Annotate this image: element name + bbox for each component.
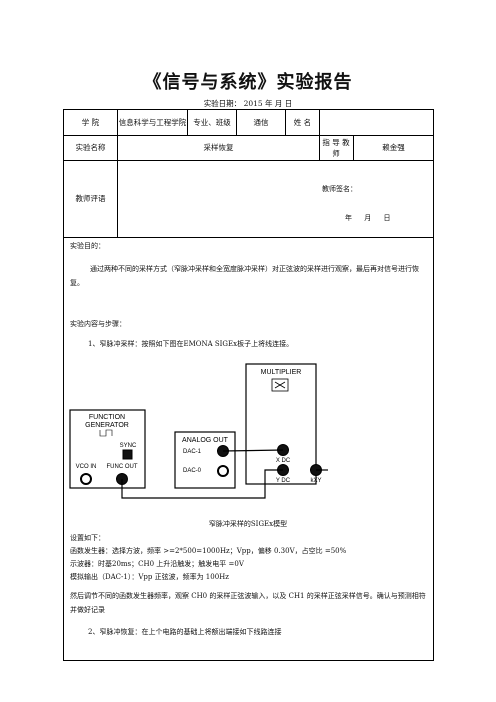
- experiment-value: 采样恢复: [203, 143, 234, 153]
- vco-in-socket: [80, 473, 92, 485]
- dac0-socket: [217, 465, 229, 477]
- setting-line-2: 示波器：时基20ms；CH0 上升沿触发；触发电平 =0V: [70, 560, 244, 568]
- signature-label: 教师签名：: [322, 185, 357, 193]
- x-dc-label: X DC: [276, 458, 291, 464]
- class-value: 通信: [253, 117, 269, 127]
- func-out-label: FUNC OUT: [107, 464, 138, 470]
- function-generator-label-1: FUNCTION: [89, 414, 125, 421]
- setting-line-3: 模拟输出（DAC-1）：Vpp 正弦波，频率为 100Hz: [70, 573, 229, 581]
- sigex-diagram: MULTIPLIER FUNCTION GENERATOR SYNC VCO I…: [69, 363, 328, 499]
- content-heading: 实验内容与步骤：: [70, 320, 126, 328]
- observation-text: 然后调节不同的函数发生器频率，观察 CH0 的采样正弦波输入，以及 CH1 的采…: [70, 592, 426, 614]
- square-wave-icon: [99, 429, 113, 437]
- name-value[interactable]: [320, 110, 433, 135]
- analog-out-module: [174, 431, 236, 489]
- setting-line-1: 函数发生器：选择方波，频率 >=2*500=1000Hz；Vpp，偏移 0.30…: [70, 547, 347, 555]
- vco-in-label: VCO IN: [76, 464, 97, 470]
- college-value: 信息科学与工程学院: [118, 117, 187, 127]
- dac1-label: DAC-1: [183, 449, 202, 455]
- sync-socket: [122, 449, 133, 460]
- y-dc-label: Y DC: [276, 478, 291, 484]
- experiment-label: 实验名称: [75, 143, 106, 153]
- sync-label: SYNC: [120, 443, 137, 449]
- college-label: 学 院: [81, 117, 100, 127]
- function-generator-label-2: GENERATOR: [85, 422, 129, 429]
- step2-text: 2、窄脉冲恢复：在上个电路的基础上将额出端接如下线路连接: [88, 628, 282, 636]
- analog-out-label: ANALOG OUT: [182, 437, 229, 444]
- wire-dac1-to-x: [222, 449, 284, 452]
- signature-date: 年 月 日: [345, 214, 391, 222]
- evaluation-label: 教师评语: [75, 194, 106, 204]
- class-label: 专业、班级: [193, 117, 231, 127]
- name-label: 姓 名: [293, 117, 312, 127]
- purpose-heading: 实验目的：: [70, 242, 105, 250]
- step1-intro: 1、窄脉冲采样：按照如下图在EMONA SIGEx板子上将线连接。: [88, 340, 294, 348]
- report-date: 实验日期： 2015 年 月 日: [203, 99, 293, 108]
- purpose-text: 通过两种不同的采样方式（窄脉冲采样和全宽度脉冲采样）对正弦波的采样进行观察，最后…: [70, 265, 419, 287]
- report-title: 《信号与系统》实验报告: [143, 72, 353, 93]
- settings-heading: 设置如下：: [70, 534, 105, 542]
- instructor-value: 赖金强: [382, 143, 405, 153]
- dac0-label: DAC-0: [183, 468, 202, 474]
- multiplier-label: MULTIPLIER: [261, 369, 302, 376]
- figure-caption: 窄脉冲采样的SIGEx模型: [208, 520, 288, 528]
- kxy-label: kXY: [310, 478, 321, 484]
- instructor-label: 指 导 教 师: [322, 137, 350, 158]
- wire-funcout-to-y: [121, 469, 283, 499]
